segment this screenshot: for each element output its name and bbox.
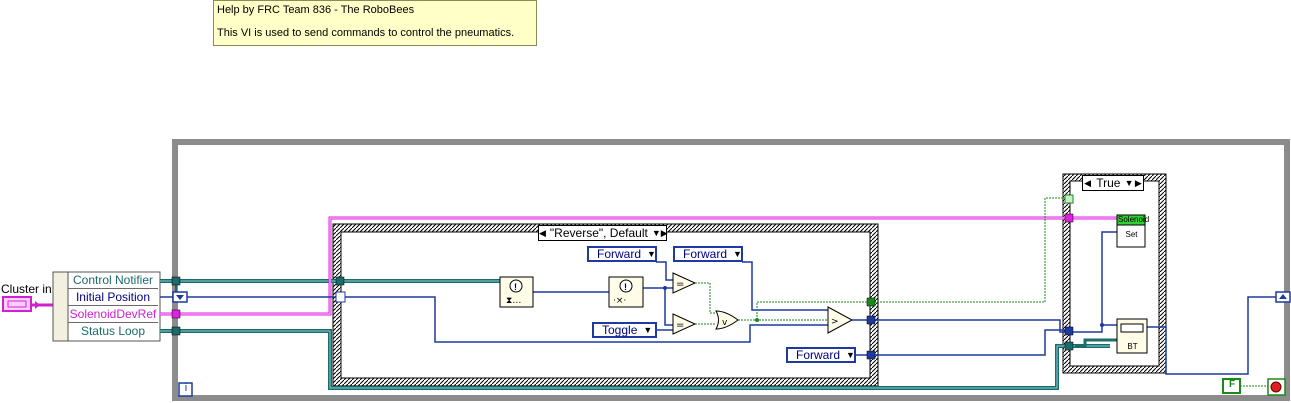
- help-note: Help by FRC Team 836 - The RoboBees This…: [213, 0, 537, 46]
- forward-constant-left[interactable]: Forward ▼: [587, 246, 657, 262]
- svg-text:·×·: ·×·: [613, 296, 626, 306]
- forward-constant-bottom[interactable]: Forward ▼: [786, 347, 856, 363]
- toggle-constant-text: Toggle: [602, 323, 638, 337]
- forward-constant-right-text: Forward: [683, 247, 728, 261]
- increment-arrow-icon[interactable]: ▶: [660, 227, 668, 238]
- help-line-2: This VI is used to send commands to cont…: [217, 27, 515, 39]
- false-constant[interactable]: F: [1228, 379, 1236, 390]
- svg-text:=: =: [676, 320, 684, 331]
- toggle-constant[interactable]: Toggle ▼: [592, 322, 657, 338]
- case-selector-reverse[interactable]: ◀ "Reverse", Default ▼ ▶: [538, 225, 668, 241]
- bt-node-label: BT: [1127, 342, 1138, 351]
- decrement-arrow-icon[interactable]: ◀: [1084, 177, 1092, 188]
- svg-text:=: =: [676, 279, 684, 290]
- dropdown-arrow-icon: ▼: [647, 249, 656, 259]
- unbundle-item-initial-position: Initial Position: [68, 289, 158, 306]
- svg-text:!: !: [624, 282, 627, 292]
- case-dropdown-icon[interactable]: ▼: [651, 228, 661, 238]
- svg-text:!: !: [514, 282, 517, 292]
- unbundle-item-control-notifier: Control Notifier: [68, 272, 158, 289]
- unbundle-item-solenoid-dev-ref: SolenoidDevRef: [68, 307, 158, 323]
- case-selector-label: True: [1096, 176, 1121, 190]
- dropdown-arrow-icon: ▼: [643, 325, 653, 335]
- increment-arrow-icon[interactable]: ▶: [1134, 177, 1142, 188]
- forward-constant-left-text: Forward: [597, 247, 642, 261]
- help-line-1: Help by FRC Team 836 - The RoboBees: [217, 4, 415, 16]
- iteration-terminal: i: [184, 382, 188, 394]
- solenoid-node-title: Solenoid: [1118, 215, 1150, 224]
- solenoid-node-sub: Set: [1125, 230, 1138, 239]
- forward-constant-bottom-text: Forward: [796, 348, 841, 362]
- decrement-arrow-icon[interactable]: ◀: [539, 227, 546, 238]
- while-loop-frame: [172, 139, 1290, 401]
- dropdown-arrow-icon: ▼: [846, 350, 855, 360]
- forward-constant-right[interactable]: Forward ▼: [673, 246, 743, 262]
- svg-text:>: >: [831, 317, 839, 327]
- unbundle-item-status-loop: Status Loop: [80, 324, 146, 338]
- cluster-in-label: Cluster in: [1, 282, 52, 296]
- dropdown-arrow-icon: ▼: [733, 249, 742, 259]
- case-dropdown-icon[interactable]: ▼: [1124, 178, 1134, 188]
- case-selector-label: "Reverse", Default: [549, 226, 648, 240]
- case-selector-true[interactable]: ◀ True ▼ ▶: [1082, 175, 1144, 191]
- svg-text:v: v: [722, 318, 728, 328]
- svg-text:⧗…: ⧗…: [506, 296, 521, 306]
